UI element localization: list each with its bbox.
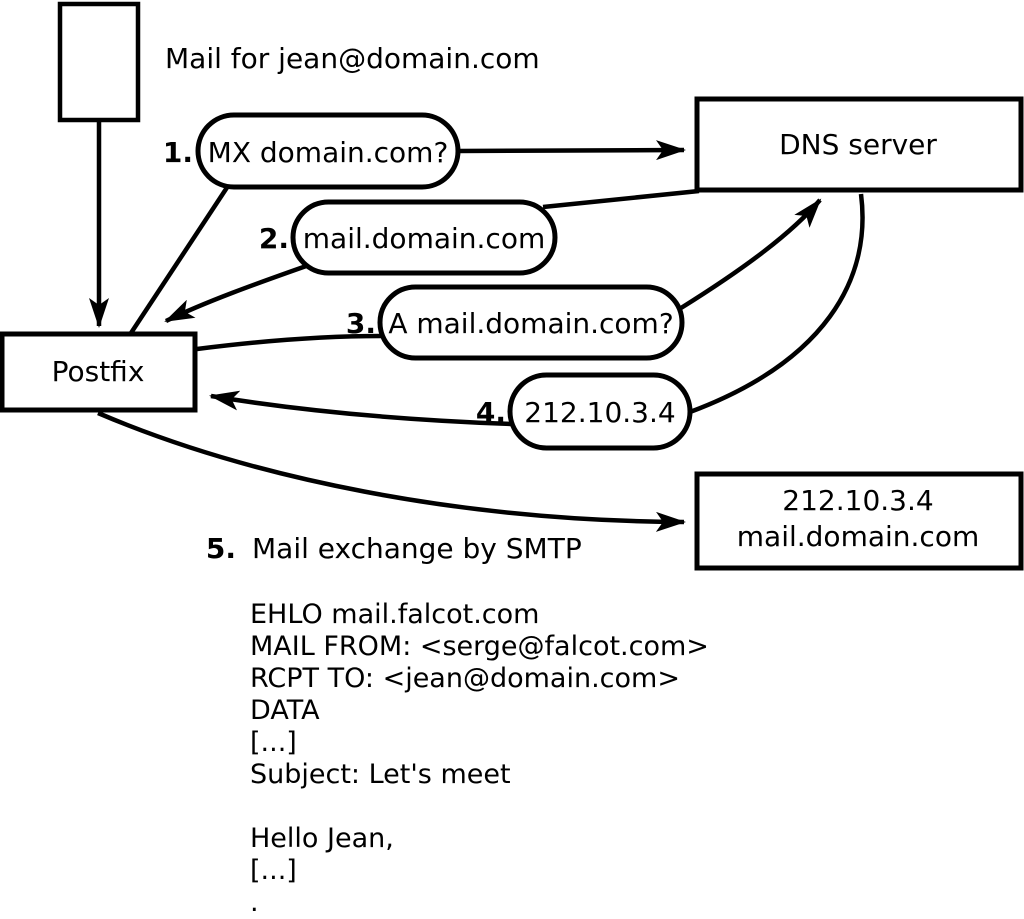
smtp-session-line: DATA bbox=[250, 695, 320, 726]
dns-server-node bbox=[694, 96, 1024, 193]
step-1-bubble bbox=[195, 112, 461, 190]
line-dns-to-reply4 bbox=[689, 193, 865, 415]
step-2-label: mail.domain.com bbox=[303, 222, 545, 255]
step-2-bubble bbox=[290, 199, 558, 276]
smtp-session-line: [...] bbox=[250, 855, 297, 886]
mail-server-node bbox=[694, 471, 1024, 571]
dns-server-label: DNS server bbox=[779, 128, 937, 161]
step-3-bubble bbox=[377, 284, 685, 361]
arrow-reply2-to-postfix bbox=[164, 261, 313, 324]
incoming-mail-label: Mail for jean@domain.com bbox=[165, 42, 540, 75]
step-4-number: 4. bbox=[476, 396, 506, 429]
step-3-number: 3. bbox=[346, 307, 376, 340]
line-postfix-to-query3 bbox=[196, 333, 382, 352]
smtp-session-line: Subject: Let's meet bbox=[250, 759, 511, 790]
step-5-label: Mail exchange by SMTP bbox=[252, 532, 582, 565]
step-1-label: MX domain.com? bbox=[208, 136, 449, 169]
mail-server-ip-label: 212.10.3.4 bbox=[782, 484, 933, 517]
arrow-reply4-to-postfix bbox=[209, 390, 512, 427]
line-postfix-to-query1 bbox=[129, 184, 230, 335]
smtp-session-line: Hello Jean, bbox=[250, 823, 394, 854]
arrow-postfix-to-mailserver-smtp bbox=[97, 410, 686, 532]
smtp-session-line: RCPT TO: <jean@domain.com> bbox=[250, 663, 680, 694]
smtp-session-line: [...] bbox=[250, 727, 297, 758]
postfix-node bbox=[0, 331, 198, 413]
step-4-label: 212.10.3.4 bbox=[524, 396, 675, 429]
postfix-label: Postfix bbox=[52, 355, 145, 388]
smtp-session-line: EHLO mail.falcot.com bbox=[250, 599, 539, 630]
mail-server-hostname-label: mail.domain.com bbox=[737, 520, 979, 553]
smtp-session-line: MAIL FROM: <serge@falcot.com> bbox=[250, 631, 709, 662]
step-3-label: A mail.domain.com? bbox=[388, 307, 673, 340]
step-5-number: 5. bbox=[206, 532, 236, 565]
step-2-number: 2. bbox=[259, 222, 289, 255]
step-4-bubble bbox=[507, 372, 693, 451]
arrow-query1-to-dns bbox=[457, 140, 686, 161]
arrow-query3-to-dns bbox=[679, 198, 822, 310]
line-dns-to-reply2 bbox=[542, 188, 700, 210]
smtp-session-transcript: EHLO mail.falcot.com MAIL FROM: <serge@f… bbox=[250, 599, 709, 918]
incoming-mail-envelope bbox=[57, 1, 141, 123]
smtp-session-line: . bbox=[250, 887, 259, 918]
step-1-number: 1. bbox=[163, 136, 193, 169]
